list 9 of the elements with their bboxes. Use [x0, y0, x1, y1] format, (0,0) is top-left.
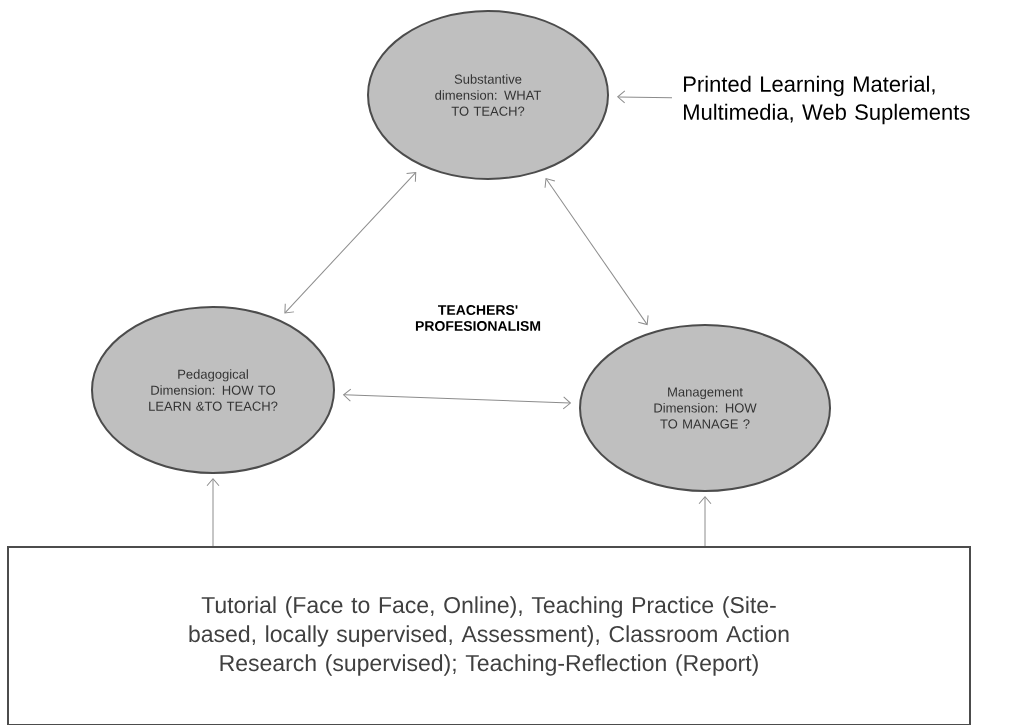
arrow	[284, 172, 417, 314]
arrow	[698, 496, 712, 547]
center-title: TEACHERS' PROFESIONALISM	[415, 305, 541, 331]
arrow	[206, 478, 220, 547]
resource-text: Printed Learning Material, Multimedia, Web Suplements	[684, 75, 970, 125]
activities-box: Tutorial (Face to Face, Online), Teaching Practice (Site-based, locally supervised, Assessment), Classroom Action Research (supervised); Teaching-Reflection (Report)	[7, 546, 971, 725]
arrow	[617, 90, 673, 104]
arrow	[343, 388, 571, 410]
arrow	[544, 178, 649, 326]
